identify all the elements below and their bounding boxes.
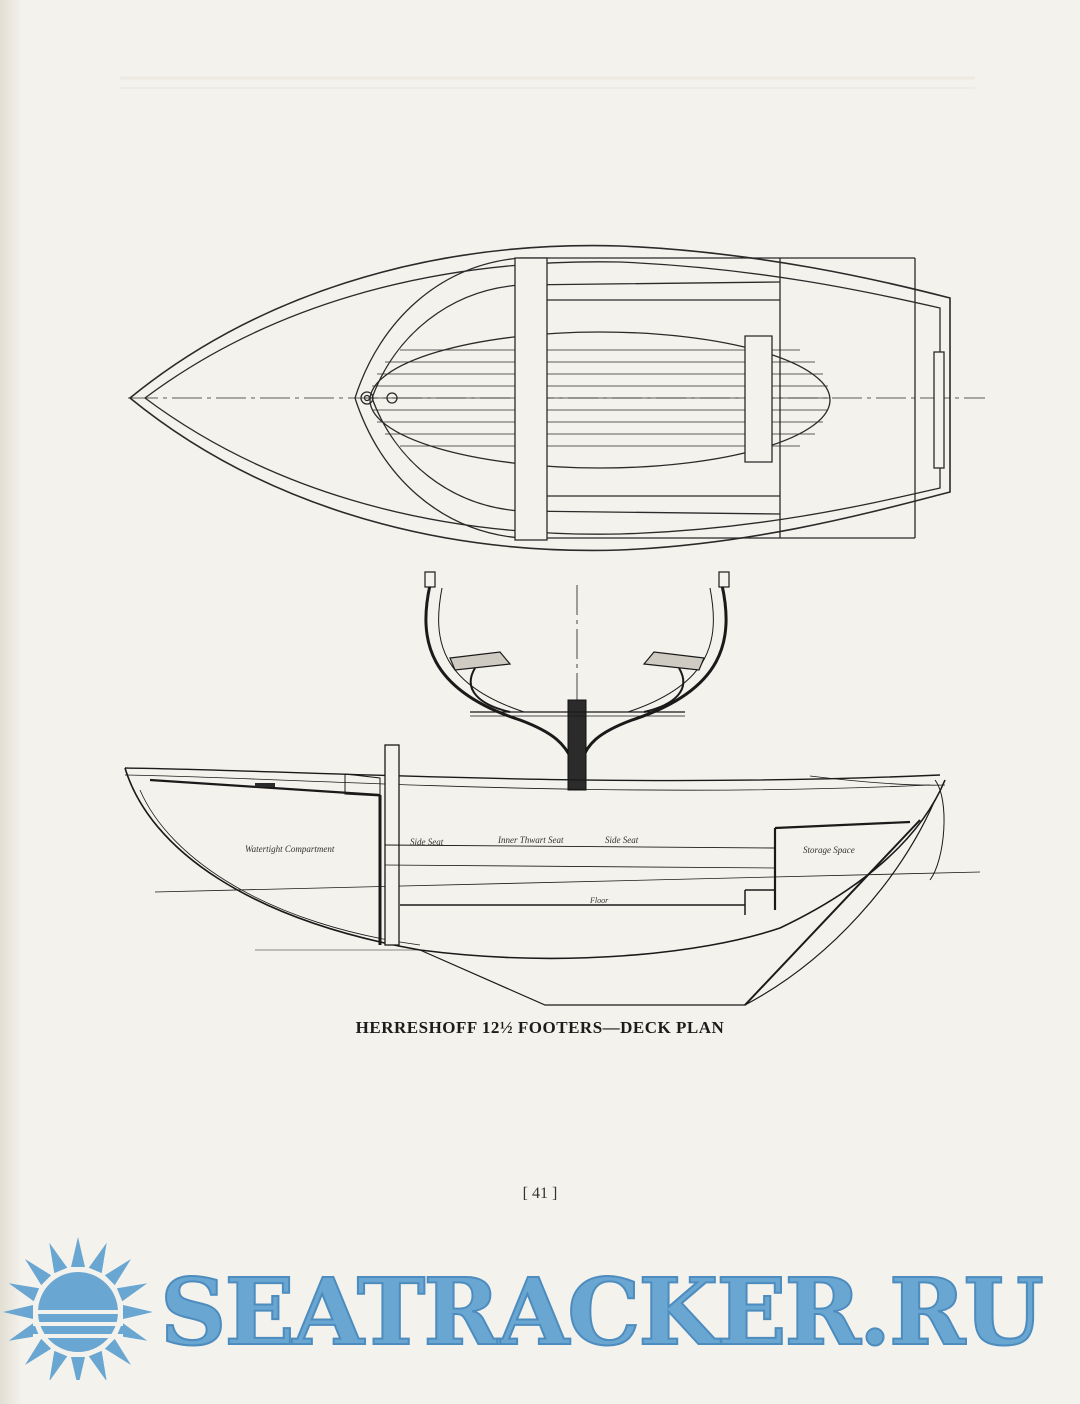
label-side-seat-2: Side Seat [605,835,639,845]
watermark-logo [3,1237,153,1380]
page-edge [0,0,22,1404]
label-watertight: Watertight Compartment [245,844,335,854]
profile-view: Watertight Compartment Side Seat Inner T… [124,744,981,1006]
label-floor: Floor [589,896,609,905]
label-inner-thwart: Inner Thwart Seat [497,835,564,845]
page-number: [ 41 ] [522,1185,558,1202]
label-storage: Storage Space [803,845,855,855]
midship-section [424,571,730,791]
deck-plan [128,244,985,552]
label-side-seat-1: Side Seat [410,837,444,847]
watermark-text: SEATRACKER.RU [159,1258,1045,1366]
figure-caption: HERRESHOFF 12½ FOOTERS—DECK PLAN [355,1018,725,1037]
